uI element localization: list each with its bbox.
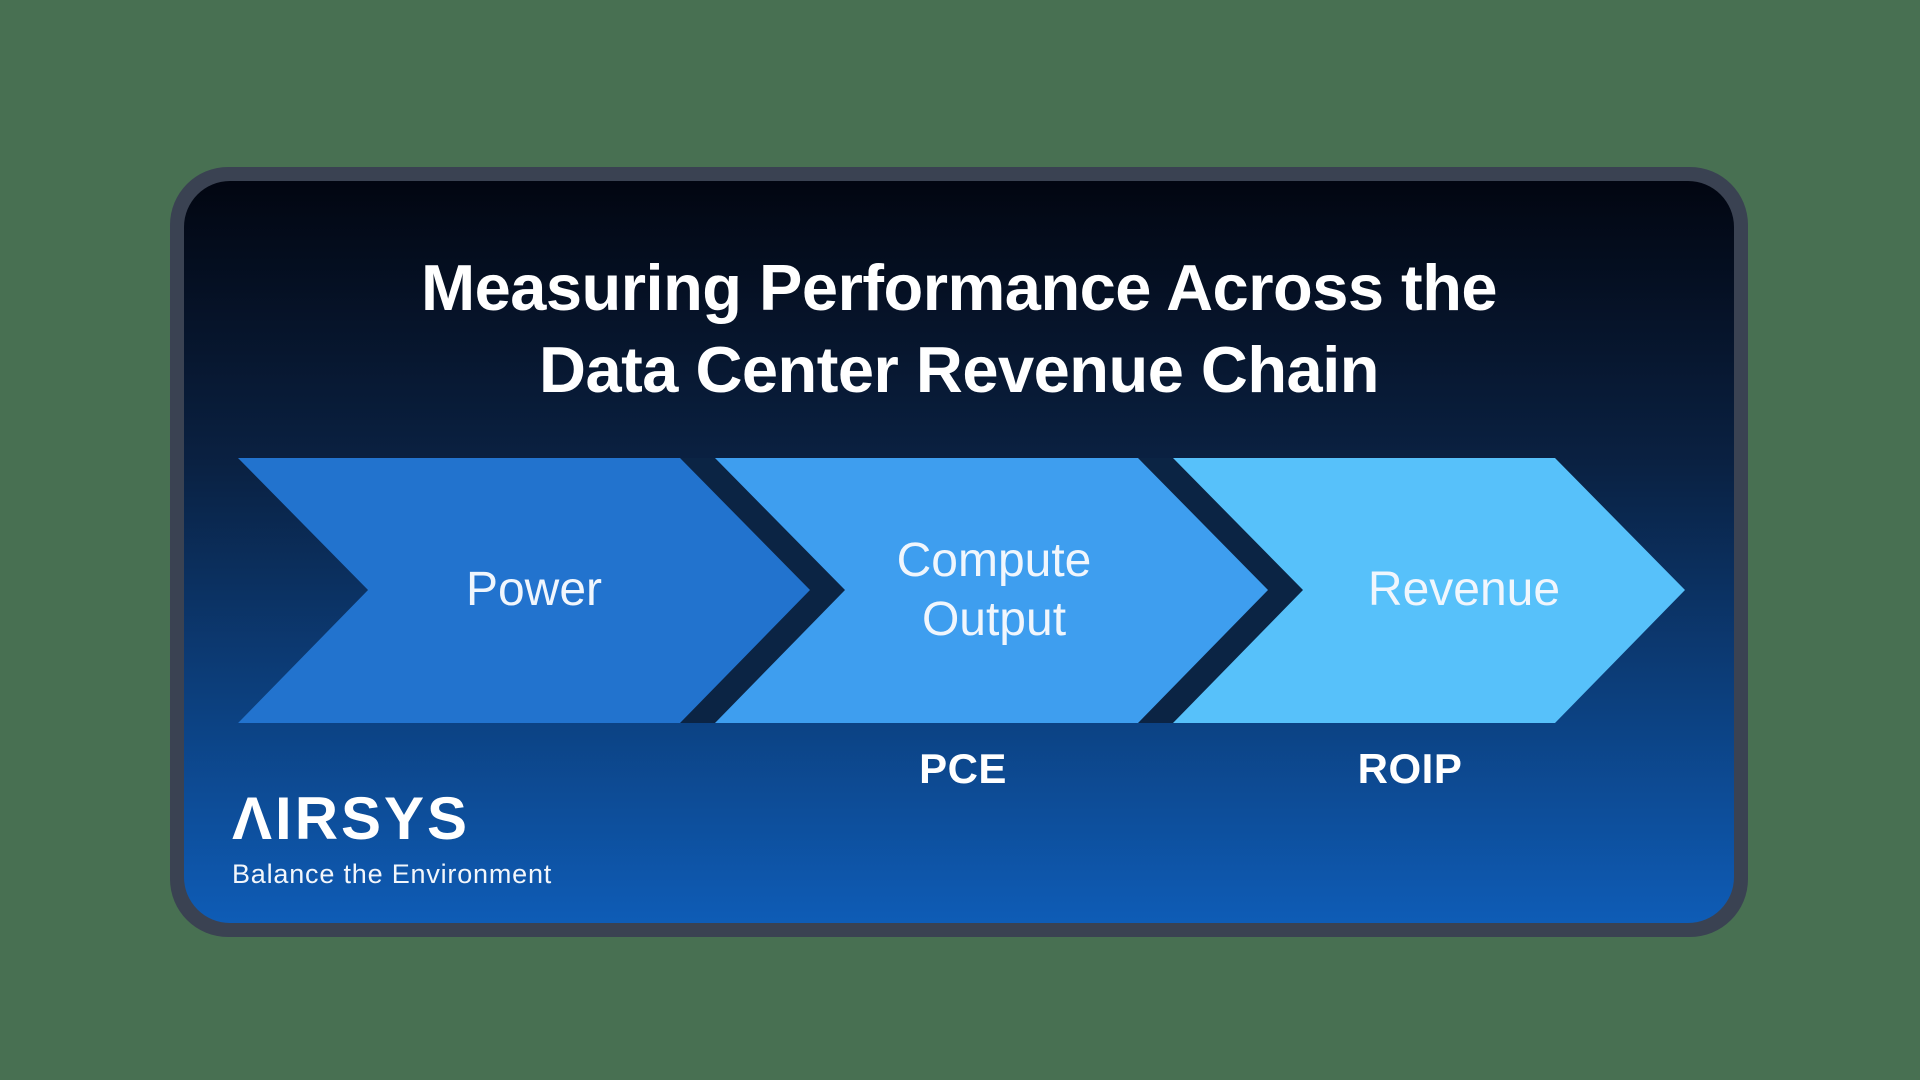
airsys-logo: ΛIRSYS Balance the Environment <box>232 789 552 890</box>
chevron-label-compute-output: Compute Output <box>896 533 1092 646</box>
chevron-label-power: Power <box>465 563 603 617</box>
page-title-line1: Measuring Performance Across the <box>420 251 1498 324</box>
revenue-chain-diagram <box>238 458 1685 723</box>
page-title-line2: Data Center Revenue Chain <box>539 333 1379 406</box>
slide-card: Measuring Performance Across the Data Ce… <box>170 167 1748 937</box>
chevron-label-revenue: Revenue <box>1367 563 1561 617</box>
slide-card-background: Measuring Performance Across the Data Ce… <box>184 181 1734 923</box>
airsys-logo-wordmark: ΛIRSYS <box>232 785 471 852</box>
chevron-shape-power <box>238 458 810 723</box>
chevron-shape-compute <box>700 458 1268 723</box>
airsys-logo-tagline: Balance the Environment <box>232 859 553 889</box>
metric-roip: ROIP <box>1357 745 1463 792</box>
page-title: Measuring Performance Across the Data Ce… <box>184 247 1734 411</box>
metric-pce: PCE <box>919 745 1007 792</box>
chevron-shape-revenue <box>1160 458 1685 723</box>
